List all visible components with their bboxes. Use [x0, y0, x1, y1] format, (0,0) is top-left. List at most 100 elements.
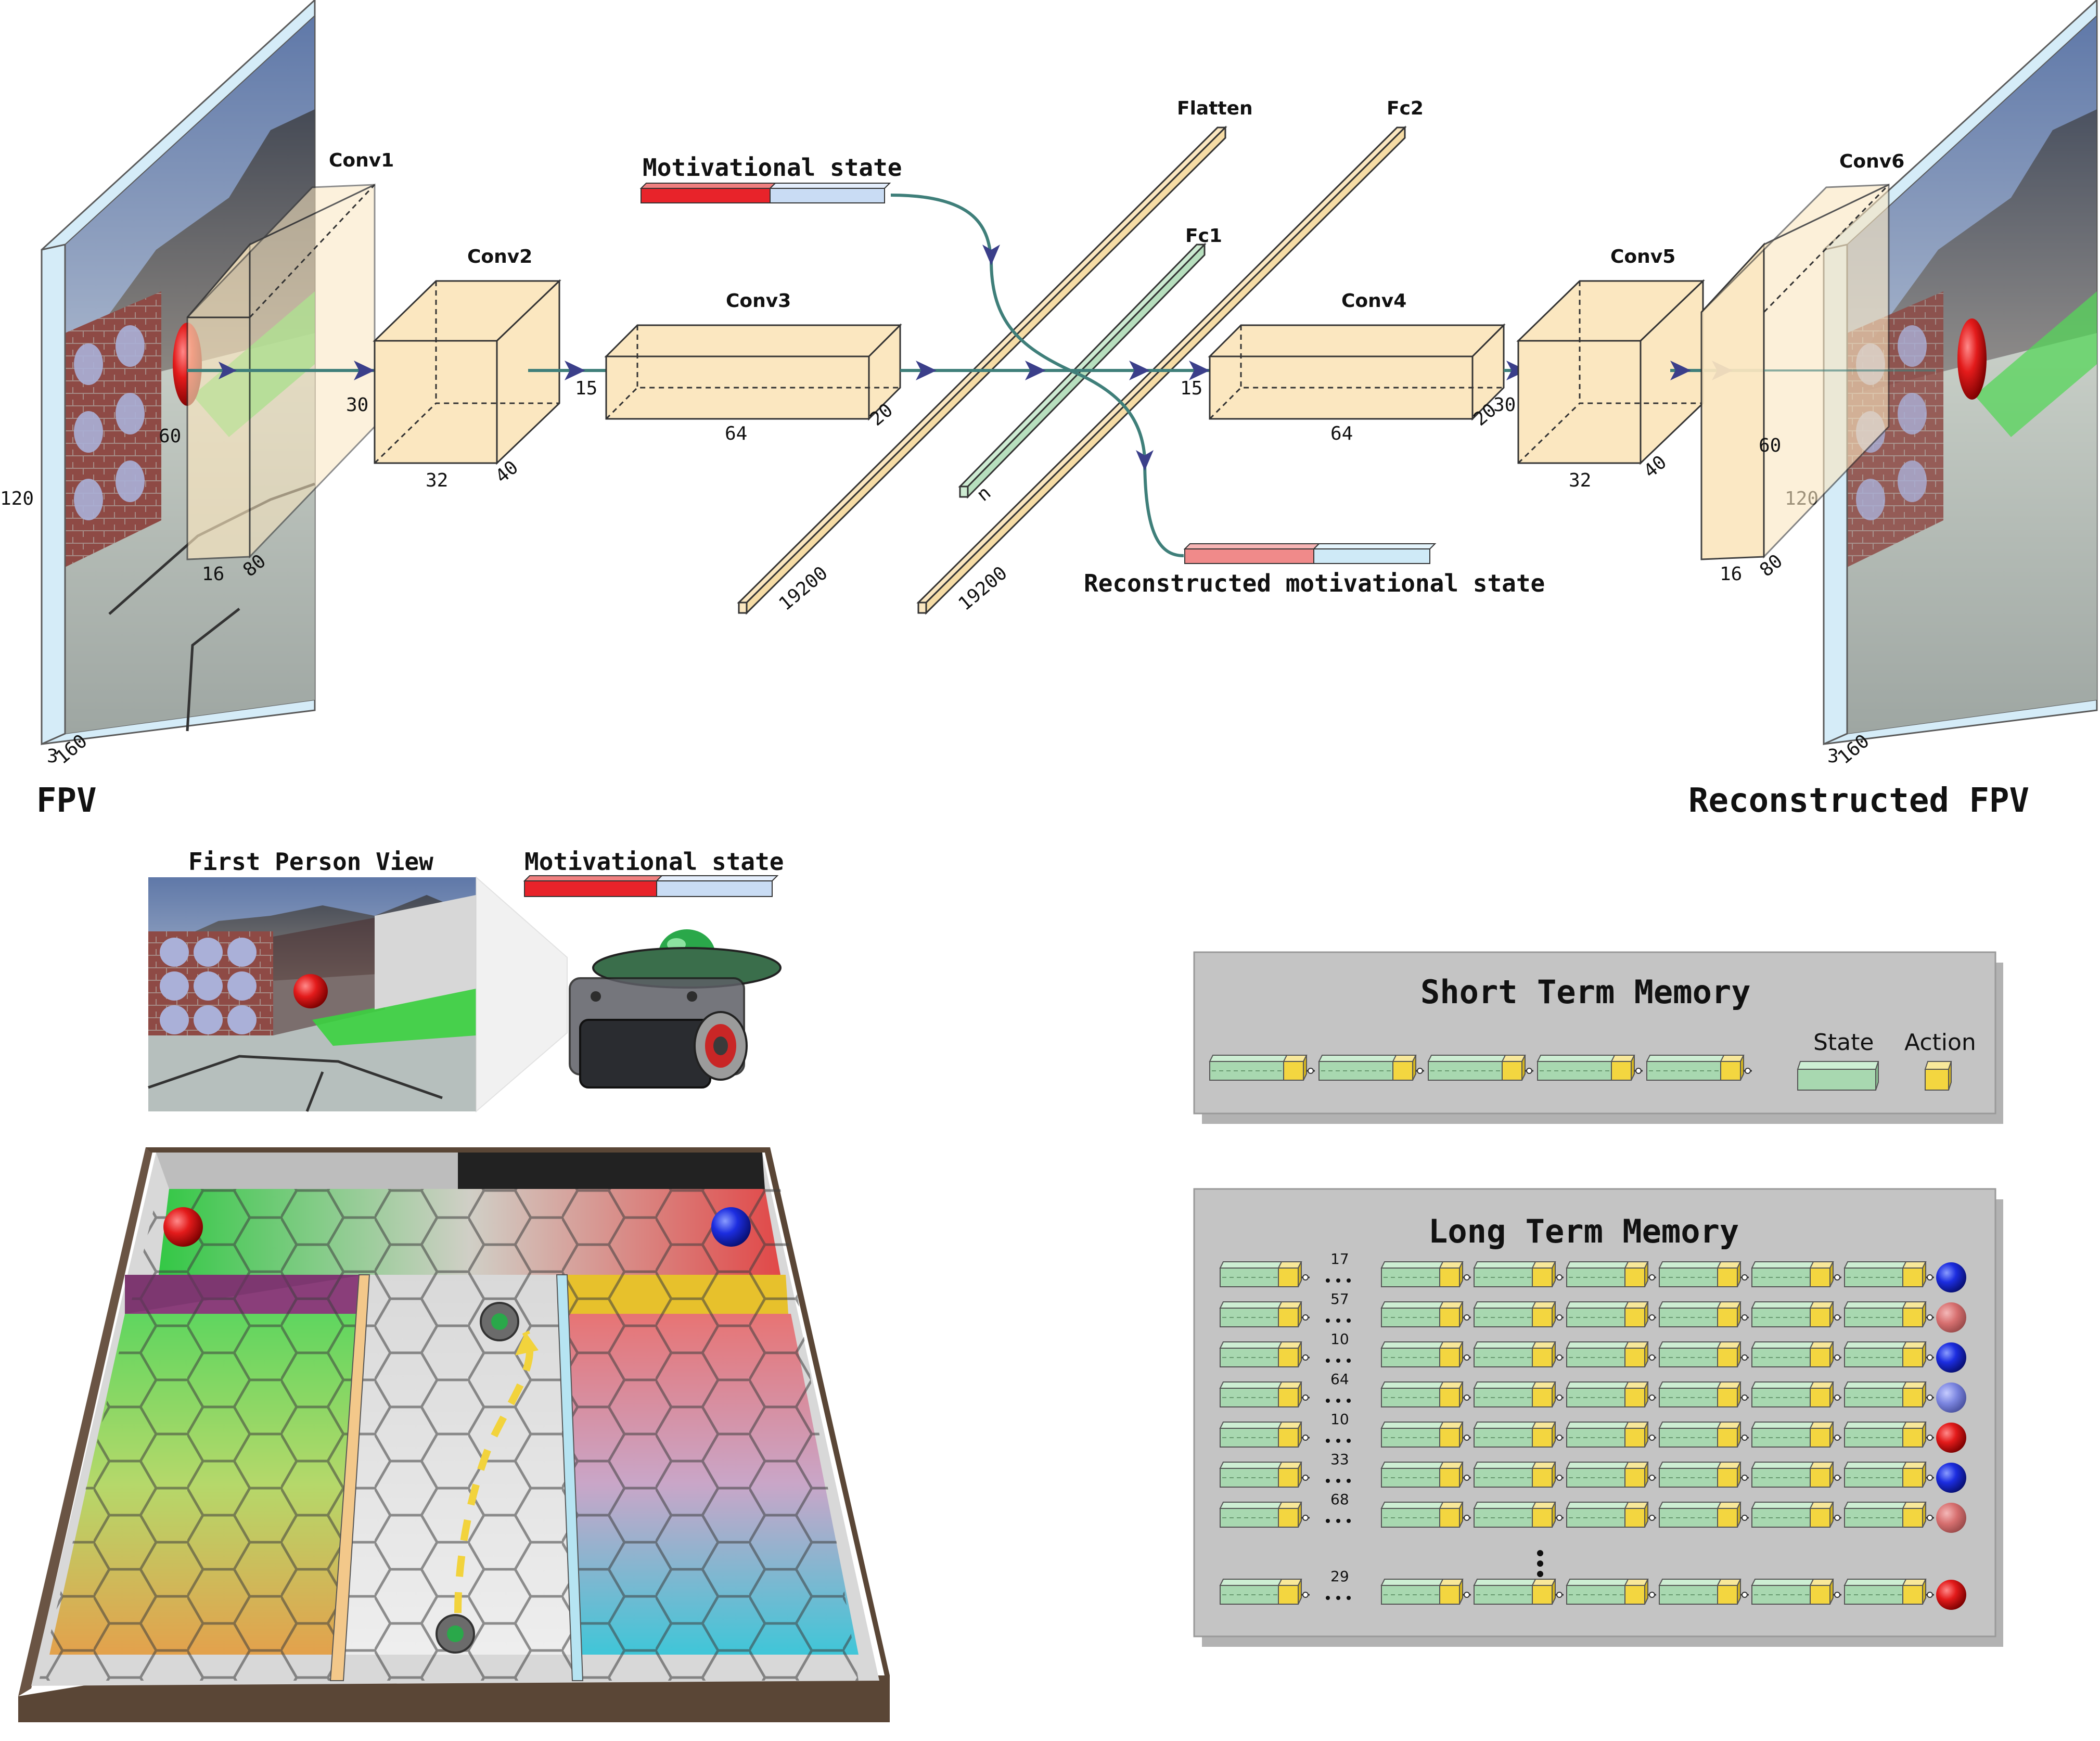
state-action-pair	[1843, 1341, 1934, 1367]
link-connector	[1834, 1274, 1840, 1281]
action-block	[1532, 1268, 1553, 1287]
conv1-label: Conv1	[329, 150, 394, 171]
motivational-state-vector	[639, 183, 891, 203]
action-block	[1532, 1348, 1553, 1367]
conv6-dim-c: 16	[1720, 564, 1742, 585]
fpv-dim-h: 120	[0, 488, 34, 509]
ltm-skip-count: 33	[1330, 1451, 1349, 1468]
state-action-pair	[1380, 1579, 1471, 1605]
state-action-pair	[1751, 1502, 1841, 1528]
reconstructed-motivational-state-label: Reconstructed motivational state	[1084, 569, 1545, 597]
link-connector	[1556, 1394, 1563, 1401]
action-block	[1439, 1388, 1460, 1407]
action-block	[1902, 1388, 1923, 1407]
state-action-pair	[1751, 1579, 1841, 1605]
state-action-pair	[1473, 1502, 1564, 1528]
robot-trajectory	[454, 1330, 534, 1614]
action-block	[1278, 1348, 1299, 1367]
state-action-pair	[1380, 1422, 1471, 1448]
state-action-pair	[1473, 1261, 1564, 1287]
link-connector	[1834, 1394, 1840, 1401]
link-connector	[1927, 1314, 1933, 1321]
action-block	[1624, 1428, 1645, 1448]
action-block	[1717, 1268, 1738, 1287]
goal-ball-blue	[1936, 1342, 1966, 1373]
state-action-pair	[1566, 1462, 1656, 1488]
state-action-pair	[1751, 1301, 1841, 1327]
conv6-dim-h: 60	[1759, 435, 1781, 456]
state-action-pair	[1219, 1341, 1310, 1367]
state-action-pair	[1751, 1462, 1841, 1488]
state-action-pair	[1427, 1055, 1533, 1081]
stm-legend-state-label: State	[1813, 1029, 1874, 1056]
link-connector	[1742, 1592, 1748, 1598]
ltm-skip-ellipsis	[1326, 1596, 1351, 1600]
zoom-callout	[476, 876, 568, 1113]
conv1-dim-c: 16	[202, 564, 224, 585]
action-block	[1720, 1061, 1741, 1081]
ltm-skip-ellipsis	[1326, 1439, 1351, 1443]
action-block	[1717, 1388, 1738, 1407]
link-connector	[1464, 1435, 1470, 1441]
link-connector	[1302, 1435, 1309, 1441]
motivational-input-curve	[890, 194, 1081, 376]
motivational-state-vector-2	[523, 875, 779, 897]
first-person-view-label: First Person View	[188, 848, 433, 876]
conv3-volume	[604, 323, 902, 421]
link-connector	[1745, 1068, 1751, 1074]
action-block	[1439, 1428, 1460, 1448]
state-action-pair	[1473, 1422, 1564, 1448]
action-block	[1532, 1468, 1553, 1488]
action-block	[1717, 1428, 1738, 1448]
link-connector	[1464, 1274, 1470, 1281]
state-action-pair	[1380, 1502, 1471, 1528]
link-connector	[1556, 1592, 1563, 1598]
link-connector	[1742, 1314, 1748, 1321]
action-block	[1624, 1388, 1645, 1407]
action-block	[1810, 1468, 1830, 1488]
robot-illustration	[569, 929, 782, 1089]
state-action-pair	[1536, 1055, 1643, 1081]
action-block	[1532, 1388, 1553, 1407]
conv5-dim-h: 30	[1493, 394, 1516, 416]
action-block	[1810, 1428, 1830, 1448]
action-block	[1392, 1061, 1413, 1081]
action-block	[1502, 1061, 1522, 1081]
fc2-label: Fc2	[1387, 98, 1424, 119]
motivational-state-label: Motivational state	[643, 153, 902, 182]
link-connector	[1742, 1475, 1748, 1481]
action-block	[1439, 1308, 1460, 1327]
state-action-pair	[1658, 1381, 1749, 1407]
state-action-pair	[1843, 1381, 1934, 1407]
conv1-dim-h: 60	[159, 426, 181, 447]
action-block	[1439, 1268, 1460, 1287]
link-connector	[1464, 1354, 1470, 1361]
action-block	[1532, 1508, 1553, 1528]
action-block	[1439, 1508, 1460, 1528]
link-connector	[1927, 1274, 1933, 1281]
state-action-pair	[1566, 1301, 1656, 1327]
action-block	[1532, 1308, 1553, 1327]
state-action-pair	[1658, 1579, 1749, 1605]
action-block	[1717, 1508, 1738, 1528]
state-action-pair	[1219, 1381, 1310, 1407]
link-connector	[1742, 1394, 1748, 1401]
action-block	[1902, 1468, 1923, 1488]
rfpv-dim-c: 3	[1827, 746, 1839, 767]
state-action-pair	[1566, 1422, 1656, 1448]
conv4-dim-h: 15	[1180, 378, 1202, 399]
conv3-dim-h: 15	[575, 378, 597, 399]
state-action-pair	[1380, 1261, 1471, 1287]
goal-ball-red	[1936, 1423, 1966, 1453]
ltm-skip-count: 57	[1330, 1290, 1349, 1308]
state-action-pair	[1380, 1341, 1471, 1367]
ltm-row: 33	[1219, 1451, 1966, 1493]
state-action-pair	[1751, 1381, 1841, 1407]
state-action-pair	[1566, 1579, 1656, 1605]
link-connector	[1464, 1515, 1470, 1521]
state-action-pair	[1566, 1502, 1656, 1528]
state-action-pair	[1219, 1301, 1310, 1327]
reconstructed-fpv-label: Reconstructed FPV	[1688, 782, 2029, 820]
link-connector	[1302, 1274, 1309, 1281]
